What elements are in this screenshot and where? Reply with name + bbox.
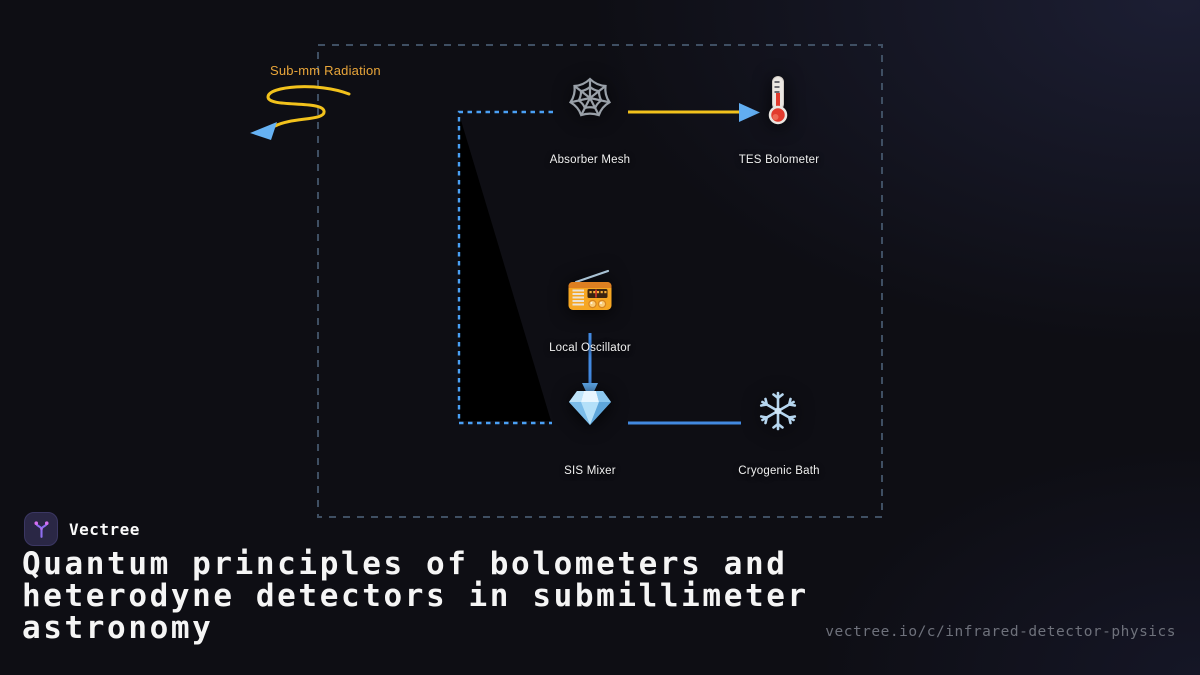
thermometer-icon: [764, 75, 792, 130]
radiation-label: Sub-mm Radiation: [270, 63, 381, 78]
mesh-to-bolometer-arrowhead-icon: [739, 103, 760, 122]
node-label-sis-mixer: SIS Mixer: [564, 465, 616, 477]
page-title: Quantum principles of bolometers and het…: [22, 546, 809, 646]
snowflake-icon: [757, 390, 799, 437]
vectree-branch-icon: [33, 520, 49, 538]
brand-name: Vectree: [69, 519, 140, 539]
gem-icon: [567, 388, 613, 433]
node-label-cryogenic-bath: Cryogenic Bath: [738, 465, 820, 477]
radiation-wave: [266, 85, 351, 128]
node-label-absorber-mesh: Absorber Mesh: [549, 154, 631, 166]
node-label-tes-bolometer: TES Bolometer: [738, 154, 820, 166]
radiation-arrowhead-icon: [250, 122, 277, 140]
node-label-local-oscillator: Local Oscillator: [549, 342, 631, 354]
page-url: vectree.io/c/infrared-detector-physics: [825, 624, 1176, 640]
spider-web-icon: [566, 77, 614, 126]
brand-row: Vectree: [24, 512, 140, 546]
radio-icon: [565, 267, 615, 318]
vectree-logo: [24, 512, 58, 546]
